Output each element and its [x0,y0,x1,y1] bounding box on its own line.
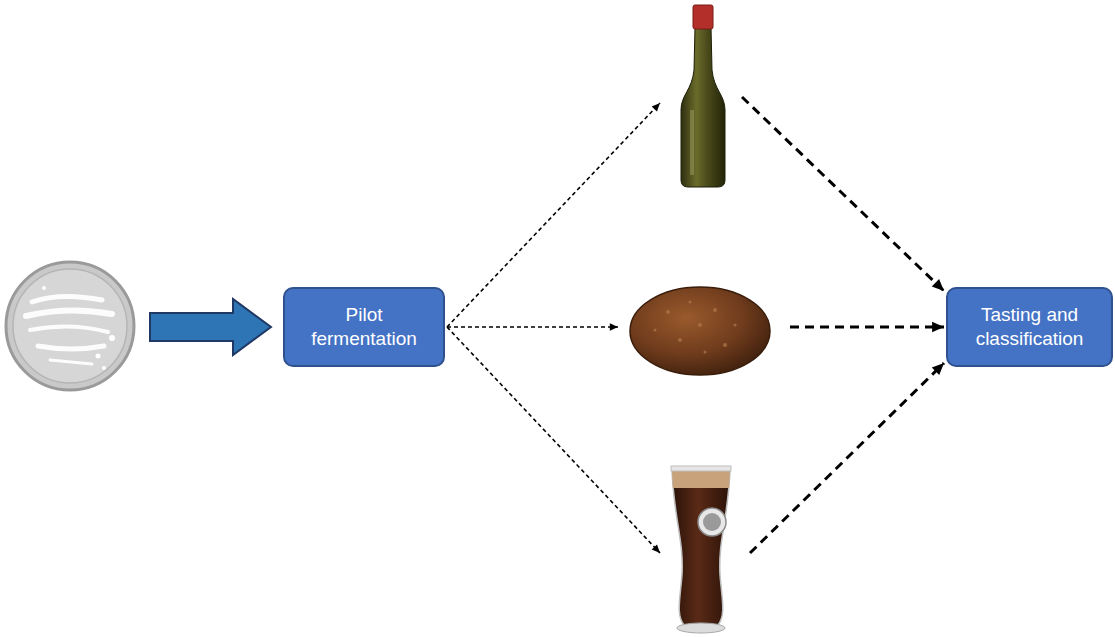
arrow-head [652,103,660,111]
process-box: Tasting and classification [946,287,1113,367]
connector-line [750,363,944,553]
box-label: Pilot fermentation [285,297,443,357]
connector-line [447,103,660,327]
connector-line [790,326,944,329]
petri-dish [6,262,134,390]
connector-line [447,326,618,328]
flow-connector [447,327,944,553]
wine-bottle [681,5,725,187]
box-label: Tasting and classification [948,297,1111,357]
connector-line [447,327,660,553]
arrow-head [932,363,944,375]
arrow-head [652,545,660,553]
connector-line [742,97,944,291]
bread-loaf [630,287,770,375]
beer-glass [671,466,731,633]
arrow-head [932,279,944,291]
flow-connector [447,97,944,327]
process-box: Pilot fermentation [283,287,445,367]
flow-arrow [150,299,271,355]
flow-connector [447,322,944,333]
arrow-head [610,323,618,330]
arrow-head [932,322,944,333]
